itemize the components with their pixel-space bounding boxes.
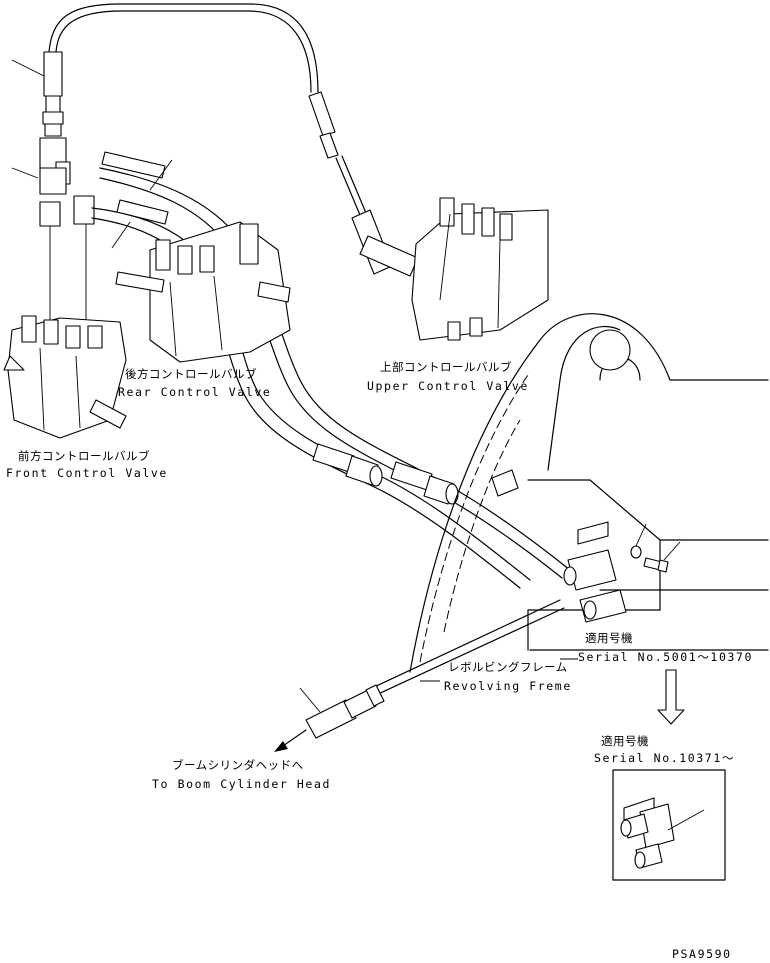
leader-line (11, 59, 45, 77)
serial-label-old-jp: 適用号機 (585, 631, 633, 645)
serial-label-new-en: Serial No.10371～ (594, 751, 735, 765)
revolving-frame (409, 313, 769, 673)
boom-hose-end (274, 684, 385, 752)
upper-control-valve (351, 197, 549, 341)
arrow-head-icon (274, 741, 288, 752)
down-arrow-icon (657, 669, 685, 725)
boom-label-en: To Boom Cylinder Head (152, 777, 331, 791)
serial-label-new-jp: 適用号機 (601, 734, 649, 748)
upper-valve-label-en: Upper Control Valve (367, 379, 529, 393)
front-control-valve (3, 315, 127, 439)
front-valve-label-en: Front Control Valve (6, 466, 168, 480)
frame-label-en: Revolving Freme (444, 679, 572, 693)
leader-line (11, 167, 39, 179)
pipe-fittings (312, 443, 459, 505)
leader-line (149, 159, 173, 191)
upper-valve-label-jp: 上部コントロールバルブ (380, 360, 512, 374)
rear-valve-label-jp: 後方コントロールバルブ (125, 367, 257, 381)
tee-fitting (39, 137, 95, 330)
detail-box (612, 769, 726, 881)
boom-label-jp: ブームシリンダヘッドへ (172, 758, 304, 772)
drawing-code: PSA9590 (672, 947, 732, 961)
rear-control-valve (115, 221, 291, 363)
rear-valve-label-en: Rear Control Valve (118, 385, 271, 399)
upper-hose (42, 3, 367, 216)
frame-label-jp: レボルビングフレーム (448, 660, 568, 674)
serial-label-old-en: Serial No.5001～10370 (578, 650, 753, 664)
front-valve-label-jp: 前方コントロールバルブ (18, 449, 150, 463)
leader-line (111, 221, 131, 249)
